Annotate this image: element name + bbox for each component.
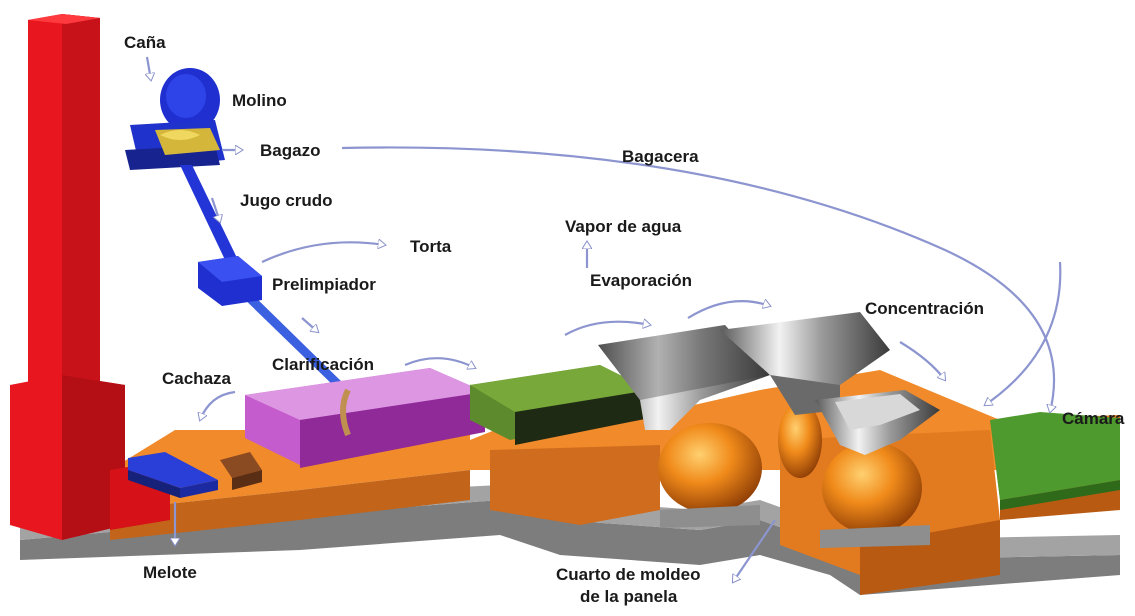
label-cuarto-moldeo-line2: de la panela	[580, 587, 678, 606]
label-cuarto-moldeo-line1: Cuarto de moldeo	[556, 565, 701, 584]
evaporation-pans	[598, 312, 940, 455]
label-molino: Molino	[232, 91, 287, 110]
label-camara: Cámara	[1062, 409, 1125, 428]
label-concentracion: Concentración	[865, 299, 985, 318]
cachaza-box	[220, 452, 262, 490]
label-bagacera: Bagacera	[622, 147, 699, 166]
label-vapor-de-agua: Vapor de agua	[565, 217, 682, 236]
label-clarificacion: Clarificación	[272, 355, 375, 374]
prelimpiador-tank	[198, 256, 262, 306]
juice-pipe	[180, 165, 345, 390]
label-prelimpiador: Prelimpiador	[272, 275, 376, 294]
clarificador	[245, 368, 485, 468]
furnaces	[658, 402, 930, 548]
label-torta: Torta	[410, 237, 452, 256]
label-cana: Caña	[124, 33, 166, 52]
camara-block	[990, 412, 1120, 510]
label-evaporacion: Evaporación	[590, 271, 693, 290]
label-melote: Melote	[143, 563, 197, 582]
melote-tray	[128, 452, 218, 498]
molino-mill	[125, 68, 225, 170]
label-cachaza: Cachaza	[162, 369, 231, 388]
label-bagazo: Bagazo	[260, 141, 321, 160]
label-jugo-crudo: Jugo crudo	[240, 191, 333, 210]
flow-arrows	[147, 56, 1062, 582]
green-block	[470, 365, 650, 445]
